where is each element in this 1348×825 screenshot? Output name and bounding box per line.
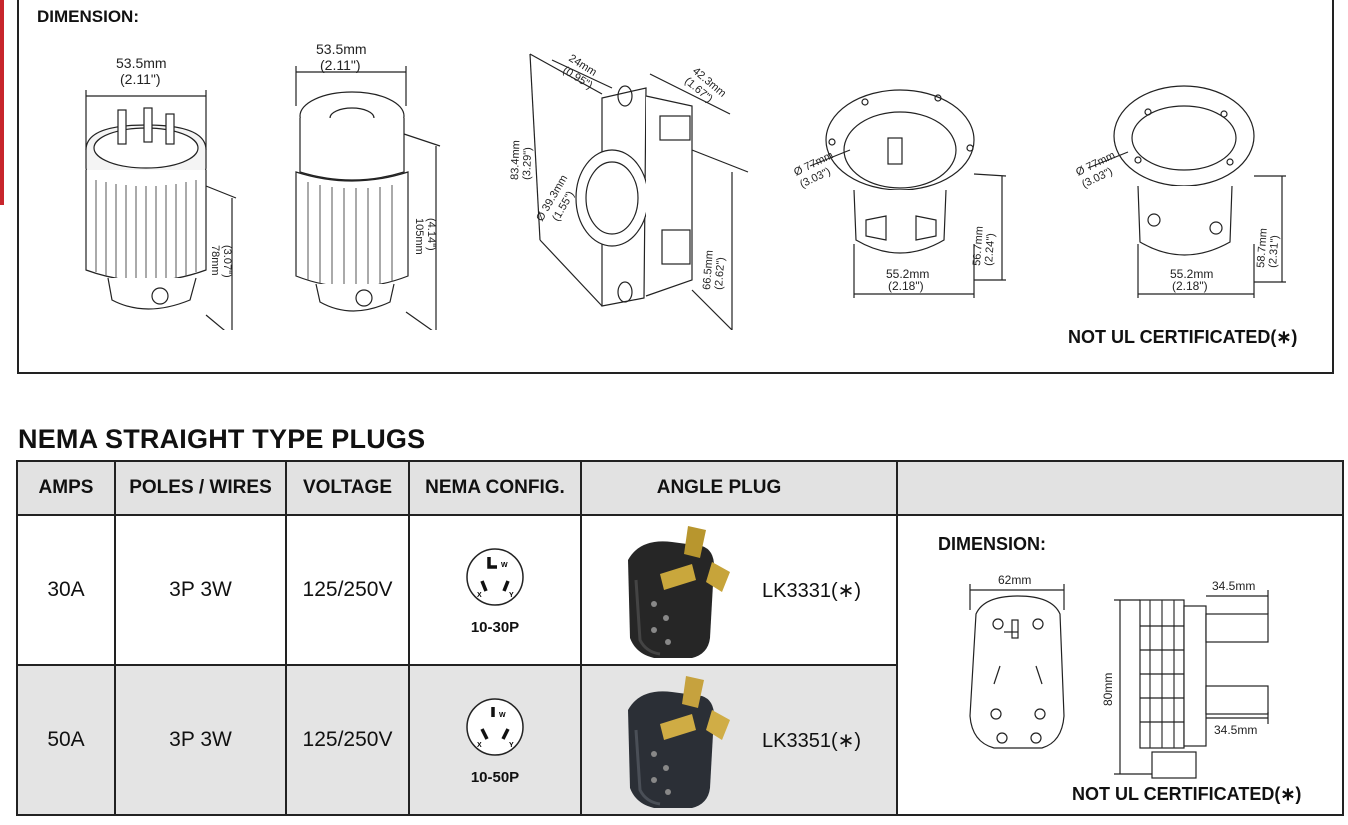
- pin-x-label: X: [477, 742, 482, 749]
- header-angle-plug: ANGLE PLUG: [580, 460, 898, 516]
- inlet2-height-mm: 58.7mm: [1255, 228, 1270, 268]
- pin-w-label: W: [499, 712, 506, 719]
- side-width: 62mm: [998, 573, 1031, 587]
- cell-voltage: 125/250V: [285, 514, 410, 666]
- header-config: NEMA CONFIG.: [408, 460, 582, 516]
- pin-w-label: W: [501, 562, 508, 569]
- model-number: LK3331(∗): [762, 580, 862, 602]
- blade-top-length: 34.5mm: [1212, 579, 1255, 593]
- config-label: 10-30P: [470, 618, 520, 636]
- angle-plug-photo: [628, 526, 730, 658]
- pin-y-label: Y: [509, 742, 514, 749]
- receptacle-drawing: [529, 53, 749, 330]
- table-header-row: AMPS POLES / WIRES VOLTAGE NEMA CONFIG. …: [16, 460, 1344, 516]
- inlet2-width-in: (2.18"): [1172, 279, 1208, 293]
- header-amps: AMPS: [16, 460, 116, 516]
- connector-width-in: (2.11"): [320, 57, 361, 73]
- side-dimension-label: DIMENSION:: [938, 534, 1046, 554]
- side-height: 80mm: [1101, 673, 1115, 706]
- connector-drawing: [295, 66, 441, 330]
- not-ul-note-top: NOT UL CERTIFICATED(∗): [1068, 327, 1298, 347]
- connector-width-mm: 53.5mm: [316, 41, 367, 57]
- cell-poles: 3P 3W: [114, 664, 287, 816]
- cell-amps: 30A: [16, 514, 116, 666]
- inlet2-width-mm: 55.2mm: [1170, 267, 1213, 281]
- inlet1-width-in: (2.18"): [888, 279, 924, 293]
- table-row: 50A 3P 3W 125/250V W X Y 10-50P: [16, 664, 1343, 816]
- connector-height-mm: 105mm: [413, 218, 425, 255]
- receptacle-height-in: (3.29"): [521, 147, 534, 180]
- header-voltage: VOLTAGE: [285, 460, 410, 516]
- receptacle-lower-in: (2.62"): [713, 257, 727, 290]
- plug-height-in: (3.07"): [221, 245, 233, 278]
- section-title: NEMA STRAIGHT TYPE PLUGS: [18, 424, 426, 454]
- dimension-label: DIMENSION:: [37, 7, 139, 26]
- connector-height-in: (4.14"): [425, 218, 437, 251]
- cell-voltage: 125/250V: [285, 664, 410, 816]
- inlet2-height-in: (2.31"): [1267, 235, 1281, 268]
- config-label: 10-50P: [470, 768, 520, 786]
- flanged-inlet-1-drawing: [809, 89, 1007, 298]
- locking-plug-drawing: [85, 90, 237, 330]
- plug-height-mm: 78mm: [209, 245, 221, 276]
- nema-10-30p-icon: W X Y: [466, 547, 524, 606]
- cell-amps: 50A: [16, 664, 116, 816]
- receptacle-lower-mm: 66.5mm: [701, 250, 716, 290]
- plug-width-mm: 53.5mm: [116, 55, 167, 71]
- blade-bottom-length: 34.5mm: [1214, 723, 1257, 737]
- cell-config: W X Y 10-30P: [408, 514, 582, 666]
- side-dimension-drawing: 62mm 80mm 34.5mm 34.5mm: [969, 573, 1269, 779]
- pin-y-label: Y: [509, 592, 514, 599]
- header-poles: POLES / WIRES: [114, 460, 287, 516]
- cell-config: W X Y 10-50P: [408, 664, 582, 816]
- plug-width-in: (2.11"): [120, 71, 161, 87]
- flanged-inlet-2-drawing: [1087, 85, 1286, 298]
- cell-poles: 3P 3W: [114, 514, 287, 666]
- angle-plug-photo: [628, 676, 730, 808]
- dimension-drawings: 53.5mm (2.11") 78mm (3.07") 53.5mm (2.11…: [85, 41, 1286, 330]
- pin-x-label: X: [477, 592, 482, 599]
- not-ul-note-bottom: NOT UL CERTIFICATED(∗): [1072, 784, 1302, 804]
- header-blank: [896, 460, 1344, 516]
- side-dimension-cell: DIMENSION:: [896, 514, 1344, 816]
- plug-spec-table: AMPS POLES / WIRES VOLTAGE NEMA CONFIG. …: [16, 460, 1344, 816]
- inlet1-width-mm: 55.2mm: [886, 267, 929, 281]
- nema-10-50p-icon: W X Y: [466, 697, 524, 756]
- cell-angle-plug: LK3351(∗): [580, 664, 898, 816]
- inlet1-height-in: (2.24"): [983, 233, 997, 266]
- model-number: LK3351(∗): [762, 730, 862, 752]
- dimension-panel: [17, 0, 1334, 374]
- red-edge-bar: [0, 0, 4, 205]
- table-row: 30A 3P 3W 125/250V W X Y 10-30P: [16, 514, 1344, 816]
- inlet1-height-mm: 56.7mm: [971, 226, 986, 266]
- receptacle-height-mm: 83.4mm: [509, 140, 522, 180]
- cell-angle-plug: LK3331(∗): [580, 514, 898, 666]
